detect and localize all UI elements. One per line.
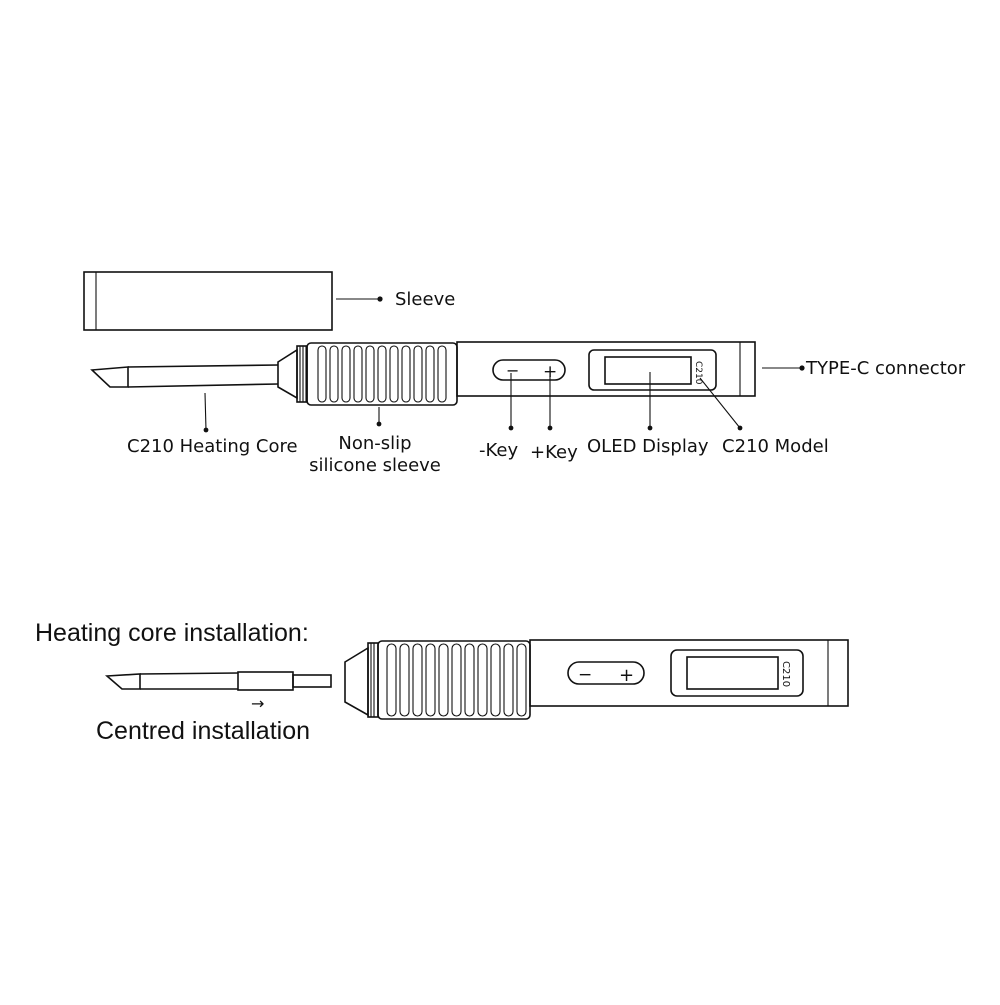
install-arrow: → [251,694,265,713]
type-c-leader-dot [799,365,805,371]
heating-core-part [90,364,279,388]
install-minus-symbol: − [578,665,592,685]
sleeve-part [83,271,333,331]
non-slip-line-2: silicone sleeve [309,454,441,476]
minus-key-label: -Key [479,440,519,461]
oled-bezel [588,349,717,391]
install-heating-core [104,671,332,691]
main-barrel: − + C210 [456,341,756,397]
grip-body [306,342,458,406]
key-pad [492,359,566,381]
plus-key-label: +Key [530,442,578,463]
oled-label: OLED Display [587,436,709,457]
core-leader [204,392,207,431]
install-plus-symbol: + [619,665,634,686]
centred-installation-label: Centred installation [96,717,311,745]
type-c-label: TYPE-C connector [806,358,966,379]
model-mark: C210 [693,361,703,385]
heating-core-label: C210 Heating Core [127,436,298,457]
install-iron-body: − + C210 [344,639,849,720]
nose-threads [277,345,308,403]
model-label: C210 Model [722,436,829,457]
sleeve-label: Sleeve [395,289,456,310]
install-model-mark: C210 [780,661,791,687]
minus-key-symbol: − [506,361,519,380]
non-slip-label: Non-slip silicone sleeve [300,433,450,476]
non-slip-line-1: Non-slip [338,433,412,454]
model-leader [699,377,741,429]
plus-key-symbol: + [543,362,557,382]
installation-heading: Heating core installation: [35,619,309,647]
oled-screen [604,356,692,385]
sleeve-leader-dot [377,296,383,302]
